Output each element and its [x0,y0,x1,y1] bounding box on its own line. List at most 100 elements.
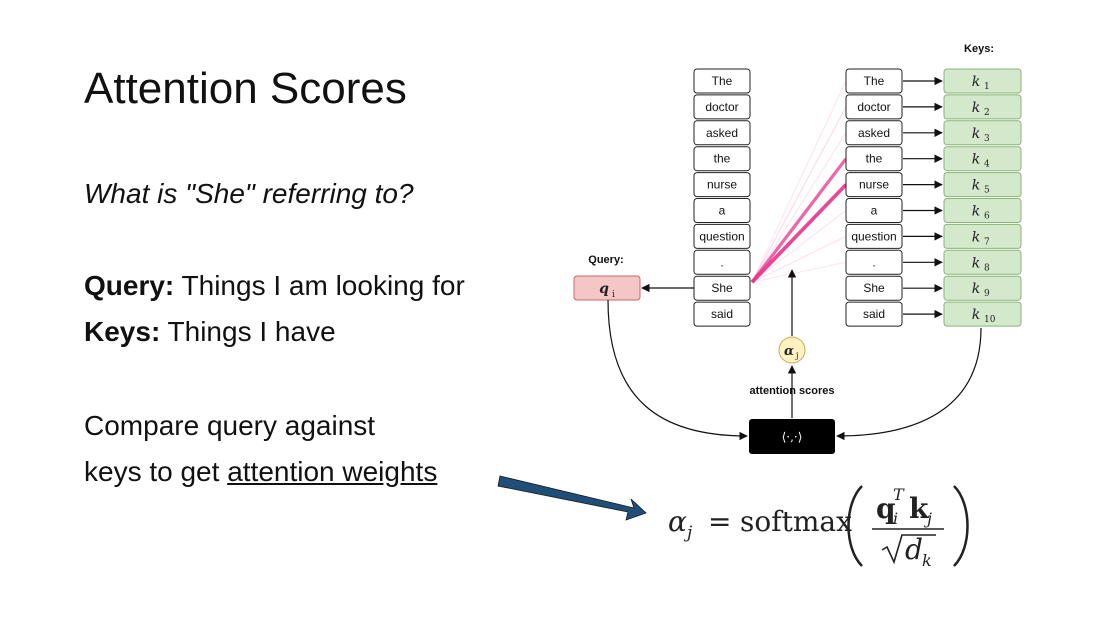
key-token: a [845,198,903,223]
token-to-key-arrows [903,76,943,319]
dot-product-box: ⟨·,·⟩ [749,419,835,454]
key-token: question [845,223,903,249]
source-token: a [693,198,751,223]
source-token-label: a [719,204,726,218]
key-symbol: k [972,307,980,323]
key-symbol: k [972,126,980,142]
attention-weights-term: attention weights [227,456,438,487]
source-token-label: doctor [705,100,738,114]
source-token: doctor [693,94,751,120]
keys-definition: Keys: Things I have [84,316,336,348]
keys-term: Keys: [84,316,161,347]
key-subscript: 8 [984,263,990,273]
key-symbol: k [972,100,980,116]
query-description: Things I am looking for [174,270,465,301]
source-token-label: question [699,229,744,243]
query-subscript: i [612,290,615,300]
source-token: The [693,68,751,94]
key-token-label: She [863,281,885,295]
key-symbol: k [972,178,980,194]
query-definition: Query: Things I am looking for [84,270,465,302]
formula-left-paren [847,485,863,567]
slide-title: Attention Scores [84,64,407,113]
key-token: The [845,68,903,94]
dot-product-symbol: ⟨·,·⟩ [782,430,803,444]
key-subscript: 4 [984,160,990,170]
keys-to-dot-curve [836,327,982,441]
formula-d: d [905,533,923,566]
compare-line-2: keys to get attention weights [84,456,437,488]
question-text: What is "She" referring to? [84,178,414,209]
key-subscript: 6 [984,212,990,222]
alpha-subscript: j [795,351,798,360]
key-token-label: question [851,229,896,243]
key-vector-box: k 10 [943,301,1022,327]
query-vector-box: q i [573,275,641,301]
source-token: nurse [693,172,751,198]
query-symbol: q [599,281,609,297]
formula-sqrt-sign [881,534,936,565]
formula-k: k [909,492,929,525]
key-subscript: 7 [984,237,990,247]
key-subscript: 2 [984,108,990,118]
key-token: She [845,275,903,301]
key-subscript: 10 [984,315,996,325]
formula-q-subscript: i [893,509,898,528]
key-token-label: . [872,255,875,269]
attention-weight-line [751,106,847,283]
softmax-formula: α j = softmax q T i k j d k [668,485,969,568]
key-subscript: 5 [984,186,990,196]
compare-line-1: Compare query against [84,410,376,441]
key-symbol: k [972,255,980,271]
keys-header: Keys: [964,43,994,55]
key-subscript: 3 [984,134,990,144]
alpha-symbol: α [784,344,794,359]
key-token-label: doctor [857,100,890,114]
formula-softmax: softmax [740,505,852,538]
keys-description: Things I have [160,316,336,347]
key-symbol: k [972,204,980,220]
attention-weight-line [751,235,847,283]
attention-weight-line [751,132,847,283]
key-token-label: nurse [859,178,889,192]
key-token-label: The [864,74,885,88]
formula-d-subscript: k [922,551,932,568]
attention-weight-line [750,183,848,284]
key-token-label: the [866,152,883,166]
key-symbol: k [972,229,980,245]
formula-right-paren [953,485,969,567]
key-token: the [845,146,903,172]
formula-equals: = [708,505,731,538]
key-symbol: k [972,152,980,168]
source-token: question [693,223,751,249]
query-header: Query: [588,254,623,266]
source-token-label: the [714,152,731,166]
key-token: nurse [845,172,903,198]
source-token: said [693,301,751,327]
source-token-label: asked [706,126,738,140]
key-symbol: k [972,281,980,297]
source-token: She [693,275,751,301]
attention-weight-line [750,157,848,284]
source-token-label: The [712,74,733,88]
source-token: asked [693,120,751,146]
source-token-label: nurse [707,178,737,192]
query-term: Query: [84,270,175,301]
source-token: . [693,249,751,275]
source-token-column: The doctor asked the nurse a question.She said [693,68,751,327]
source-token-label: said [711,307,733,321]
formula-alpha-subscript: j [683,523,693,543]
attention-weight-line [751,210,847,283]
attention-weight-line [751,80,847,283]
formula-alpha: α [668,505,687,538]
